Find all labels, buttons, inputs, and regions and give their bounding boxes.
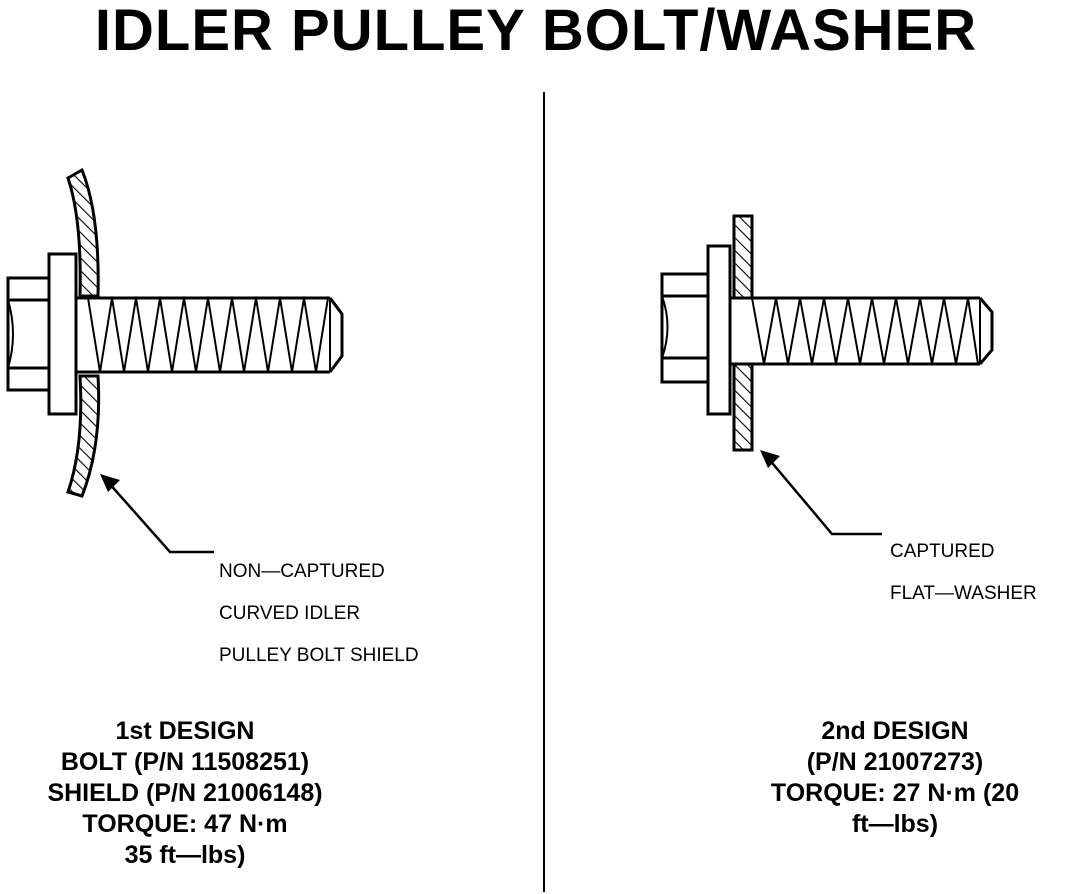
second-design-bolt-drawing [660, 214, 994, 536]
diagram-title: IDLER PULLEY BOLT/WASHER [94, 0, 978, 63]
callout-non-captured-shield: NON—CAPTURED CURVED IDLER PULLEY BOLT SH… [219, 540, 419, 687]
bolt-flange-2 [706, 244, 732, 416]
hex-bolt-head-2 [660, 272, 710, 384]
second-design-caption: 2nd DESIGN (P/N 21007273) TORQUE: 27 N·m… [730, 716, 1060, 840]
first-design-bolt-drawing [6, 167, 344, 554]
captured-washer-upper [732, 214, 754, 300]
callout-line: CURVED IDLER [219, 603, 361, 624]
center-divider-line [543, 92, 545, 892]
caption-bolt-part-number: BOLT (P/N 11508251) [60, 748, 310, 776]
curved-shield-upper [66, 167, 100, 298]
callout-line: NON—CAPTURED [219, 561, 385, 582]
caption-design-label: 2nd DESIGN [821, 717, 969, 745]
callout-captured-washer: CAPTURED FLAT—WASHER [890, 520, 1037, 625]
caption-torque: TORQUE: 27 N·m (20 [770, 779, 1020, 807]
caption-design-label: 1st DESIGN [115, 717, 255, 745]
caption-torque-imperial: 35 ft—lbs) [124, 841, 246, 869]
callout-line: PULLEY BOLT SHIELD [219, 645, 419, 666]
bolt-flange-1 [47, 252, 78, 416]
leader-arrow-1 [100, 474, 214, 554]
caption-part-number: (P/N 21007273) [806, 748, 984, 776]
curved-shield-lower [66, 374, 101, 498]
caption-torque-imperial: ft—lbs) [851, 810, 939, 838]
callout-line: FLAT—WASHER [890, 583, 1037, 604]
threaded-shank-1 [76, 296, 344, 374]
caption-shield-part-number: SHIELD (P/N 21006148) [47, 779, 323, 807]
threaded-shank-2 [730, 296, 994, 366]
callout-line: CAPTURED [890, 541, 995, 562]
captured-washer-lower [732, 362, 754, 452]
leader-arrow-2 [760, 450, 882, 536]
hex-bolt-head-1 [6, 276, 51, 392]
first-design-caption: 1st DESIGN BOLT (P/N 11508251) SHIELD (P… [10, 716, 360, 871]
caption-torque: TORQUE: 47 N·m [82, 810, 288, 838]
